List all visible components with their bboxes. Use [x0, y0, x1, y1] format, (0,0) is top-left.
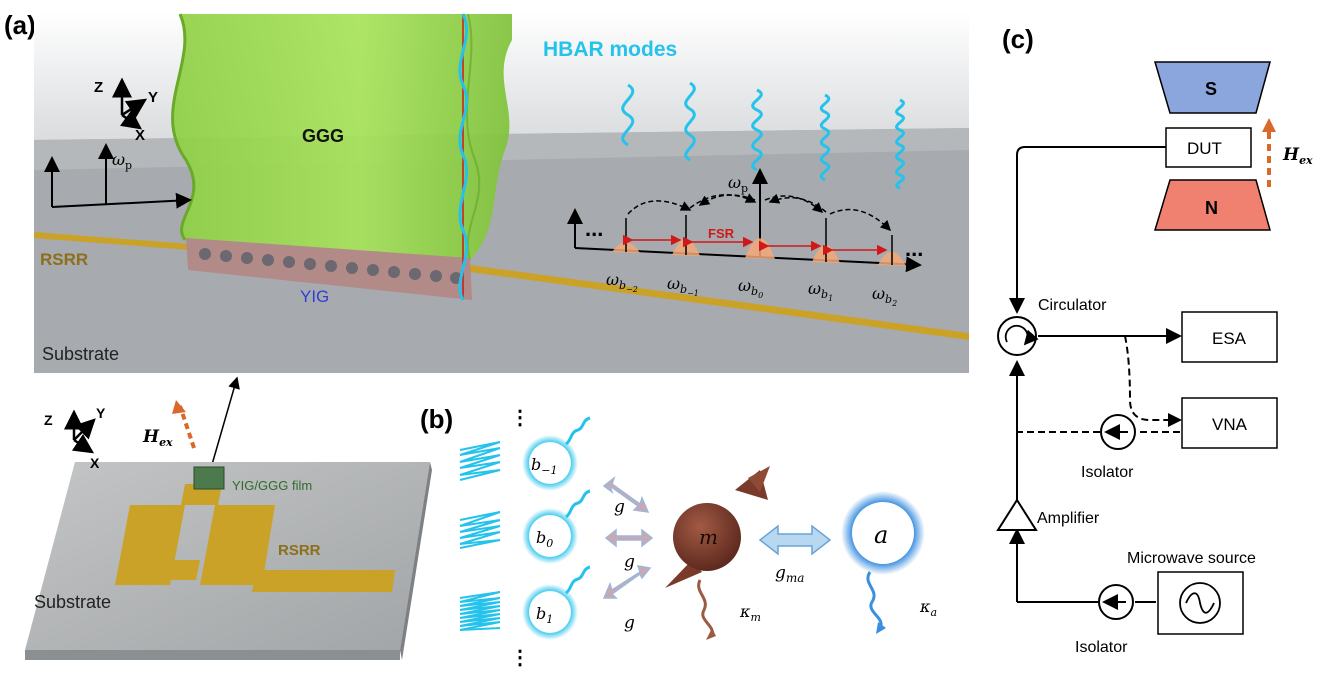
g-label-1: g	[614, 497, 625, 517]
isolator-label-2: Isolator	[1075, 639, 1128, 656]
g-label-3: g	[624, 613, 635, 633]
phonon-mode-b0: b0	[522, 489, 591, 564]
hbar-modes-label: HBAR modes	[543, 38, 677, 61]
svg-text:b0: b0	[536, 528, 553, 550]
film-label: YIG/GGG film	[232, 478, 312, 493]
svg-text:b−1: b−1	[531, 455, 557, 477]
device-sketch: YIG/GGG film RSRR Substrate Z Y X Hex	[25, 400, 432, 660]
mode-label: ωb−2	[606, 270, 638, 294]
circulator	[997, 316, 1037, 356]
phonon-mode-b-1: b−1	[522, 416, 591, 491]
mode-labels: ωb−2 ωb−1 ωb0 ωb1 ωb2	[606, 270, 897, 308]
vna-box	[1181, 397, 1278, 449]
spin-array	[199, 248, 462, 284]
svg-text:b1: b1	[536, 604, 553, 626]
yig-ggg-film	[193, 466, 225, 490]
svg-text:⋮: ⋮	[510, 647, 530, 669]
axes-triad-device	[64, 409, 96, 454]
esa-label: ESA	[1212, 329, 1247, 348]
ellipsis-right: ...	[905, 236, 923, 261]
ggg-label: GGG	[302, 126, 344, 146]
fsr-spectrum: FSR ωp ... ...	[567, 168, 923, 273]
axis-y-a: Y	[148, 89, 158, 106]
kappa-a-label: κa	[919, 597, 937, 619]
esa-box	[1181, 311, 1278, 363]
hbar-wave-icons	[621, 81, 905, 190]
magnet-n	[1153, 179, 1271, 231]
panel-c: S DUT N Hex Circulator ESA	[996, 61, 1313, 656]
phonon-waves	[459, 441, 501, 631]
panel-c-label: (c)	[1002, 24, 1034, 54]
panel-a-scene: GGG YIG RSRR Substrate HBAR modes Z Y X …	[34, 12, 969, 373]
gma-arrow	[758, 524, 832, 556]
gma-label: gma	[775, 563, 804, 585]
dut-label: DUT	[1187, 139, 1222, 158]
ggg-block	[172, 14, 512, 260]
rsrr-label-a: RSRR	[40, 250, 88, 269]
g-coupling-arrows	[602, 475, 654, 599]
omega-p-spectrum: ωp	[728, 173, 748, 195]
magnon-spin: m	[665, 466, 770, 640]
rsrr-strip	[34, 232, 190, 250]
standing-wave	[458, 13, 469, 301]
s-label: S	[1205, 79, 1217, 99]
magnet-s	[1153, 61, 1271, 114]
yig-label: YIG	[300, 287, 329, 306]
svg-text:⋮: ⋮	[510, 407, 530, 429]
mode-label: ωb1	[808, 279, 833, 303]
axis-x-a: X	[135, 127, 145, 144]
mode-label: ωb−1	[667, 274, 699, 298]
fsr-label: FSR	[708, 226, 735, 241]
zoom-arrow	[210, 376, 240, 469]
ellipsis-left: ...	[585, 216, 603, 241]
vna-label: VNA	[1212, 415, 1248, 434]
g-label-2: g	[624, 552, 635, 572]
panel-a-label: (a)	[4, 10, 36, 40]
magnon-label: m	[699, 525, 718, 549]
isolator-label-1: Isolator	[1081, 464, 1134, 481]
phonon-mode-b1: b1	[522, 565, 591, 640]
amplifier	[996, 498, 1038, 531]
hex-arrow-device	[178, 405, 196, 449]
panel-b: ⋮ ⋮ b−1 b0 b1 g g g	[459, 407, 937, 669]
photon-label: a	[874, 521, 888, 549]
axes-triad-a	[112, 77, 148, 130]
n-label: N	[1205, 198, 1218, 218]
substrate-label-device: Substrate	[34, 592, 111, 612]
axis-x-device: X	[90, 455, 100, 471]
omega-p-left: ωp	[112, 150, 132, 172]
photon-mode: a	[841, 491, 925, 634]
mode-label: ωb2	[872, 284, 897, 308]
omega-p-axes	[44, 143, 192, 209]
axis-y-device: Y	[96, 405, 106, 421]
hex-label-c: Hex	[1282, 145, 1313, 167]
hex-label-device: Hex	[142, 427, 173, 449]
source-label: Microwave source	[1127, 550, 1256, 567]
rsrr-resonator	[115, 484, 395, 592]
mode-label: ωb0	[738, 276, 763, 300]
circulator-label: Circulator	[1038, 297, 1107, 314]
axis-z-a: Z	[94, 79, 103, 96]
substrate-label-a: Substrate	[42, 344, 119, 364]
panel-b-label: (b)	[420, 404, 453, 434]
amplifier-label: Amplifier	[1037, 510, 1100, 527]
sine-icon	[1185, 592, 1215, 614]
axis-z-device: Z	[44, 412, 53, 428]
rsrr-label-device: RSRR	[278, 542, 321, 559]
kappa-m-label: κm	[739, 602, 761, 624]
